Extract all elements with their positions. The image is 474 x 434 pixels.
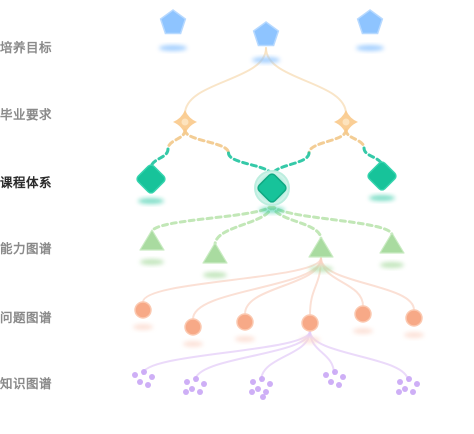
dot-cluster-icon[interactable]	[183, 376, 207, 395]
node-shadow	[259, 207, 285, 213]
sparkle-icon[interactable]	[334, 110, 358, 134]
graph-edge	[149, 147, 170, 170]
sparkle-icon[interactable]	[173, 110, 197, 134]
graph-edge	[265, 47, 347, 115]
node-shadow	[404, 332, 424, 338]
dot-cluster-icon[interactable]	[323, 369, 346, 388]
pentagon-icon[interactable]	[356, 9, 384, 35]
graph-edge	[307, 128, 348, 155]
circle-icon[interactable]	[354, 305, 372, 323]
row-label-ability-graph: 能力图谱	[0, 241, 53, 256]
graph-edge	[320, 257, 364, 307]
dot-cluster-icon[interactable]	[249, 376, 273, 400]
graph-edge	[309, 257, 322, 316]
circle-icon[interactable]	[134, 301, 152, 319]
graph-edge	[320, 257, 415, 311]
row-label-course-system[interactable]: 课程体系	[0, 175, 53, 190]
graph-edge	[270, 202, 394, 237]
node-shadow	[133, 324, 153, 330]
triangle-icon[interactable]	[379, 232, 405, 254]
row-label-graduation-requirements: 毕业要求	[0, 107, 53, 122]
diamond-icon[interactable]	[256, 172, 287, 203]
graph-edge	[150, 202, 274, 234]
diamond-icon[interactable]	[135, 163, 166, 194]
node-shadow	[252, 57, 280, 63]
triangle-icon[interactable]	[139, 229, 165, 251]
node-shadow	[353, 328, 373, 334]
graph-edge	[270, 151, 311, 178]
node-shadow	[356, 45, 384, 51]
dot-cluster-icon[interactable]	[132, 369, 155, 388]
graph-edge	[166, 128, 187, 151]
node-shadow	[138, 198, 164, 204]
row-label-knowledge-graph: 知识图谱	[0, 376, 53, 391]
graph-edge	[142, 330, 311, 375]
node-shadow	[203, 272, 227, 278]
circle-icon[interactable]	[184, 318, 202, 336]
pentagon-icon[interactable]	[159, 9, 187, 35]
diamond-icon[interactable]	[366, 160, 397, 191]
dot-cluster-icon[interactable]	[396, 376, 420, 395]
circle-icon[interactable]	[405, 309, 423, 327]
graph-edge	[183, 128, 230, 155]
graph-edge	[344, 128, 366, 150]
node-shadow	[369, 195, 395, 201]
triangle-icon[interactable]	[308, 236, 334, 258]
graph-edge	[192, 257, 322, 320]
triangle-icon[interactable]	[202, 242, 228, 264]
node-shadow	[140, 259, 164, 265]
graph-edge	[362, 146, 384, 168]
graph-edge	[142, 257, 322, 303]
node-shadow	[300, 337, 320, 343]
node-shadow	[380, 262, 404, 268]
pentagon-icon[interactable]	[252, 21, 280, 47]
row-label-training-goals: 培养目标	[0, 40, 53, 55]
node-shadow	[159, 45, 187, 51]
circle-icon[interactable]	[301, 314, 319, 332]
node-shadow	[183, 341, 203, 347]
node-shadow	[235, 336, 255, 342]
row-label-problem-graph: 问题图谱	[0, 310, 53, 325]
node-shadow	[309, 266, 333, 272]
graph-edge	[184, 47, 267, 115]
circle-icon[interactable]	[236, 313, 254, 331]
